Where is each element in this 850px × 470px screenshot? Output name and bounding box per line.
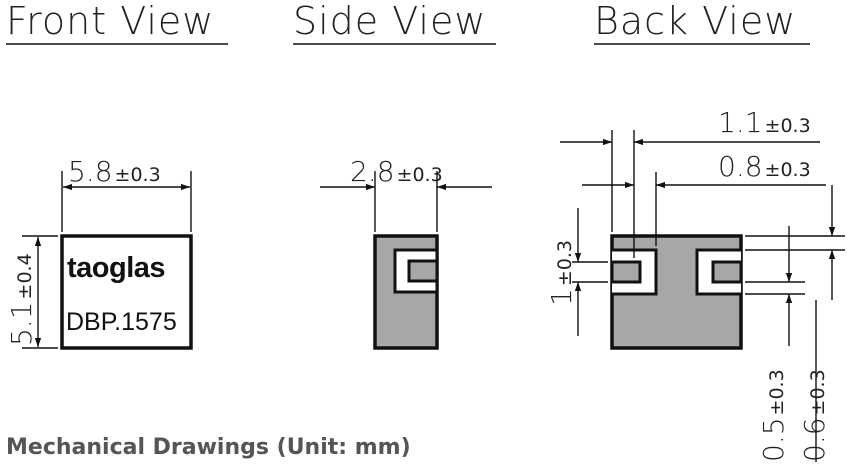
back-view: 1.1±0.3 0.8±0.3 1±0.3 0.6±0.3 0 xyxy=(545,106,845,462)
back-left-pad-inner xyxy=(610,260,642,284)
back-dim-a-label: 1.1±0.3 xyxy=(718,106,811,139)
part-number-label: DBP.1575 xyxy=(66,308,177,336)
brand-label: taoglas xyxy=(67,252,165,284)
side-view-title: Side View xyxy=(293,0,486,43)
front-width-label: 5.8±0.3 xyxy=(68,155,161,188)
back-right-pad-inner xyxy=(711,260,743,284)
view-titles: Front View Side View Back View xyxy=(6,0,810,45)
back-view-title: Back View xyxy=(594,0,796,43)
front-body xyxy=(60,234,193,350)
side-view: 2.8±0.3 xyxy=(320,155,492,350)
front-height-label: 5.1±0.4 xyxy=(5,253,38,346)
front-view: taoglas DBP.1575 5.8±0.3 5.1±0.4 xyxy=(5,155,193,350)
back-dim-b-label: 0.8±0.3 xyxy=(718,150,811,183)
drawing-caption: Mechanical Drawings (Unit: mm) xyxy=(6,435,411,460)
side-width-label: 2.8±0.3 xyxy=(350,155,443,188)
front-view-title: Front View xyxy=(6,0,214,43)
back-dim-d-label: 0.6±0.3 xyxy=(798,369,831,462)
back-dim-c-label: 0.5±0.3 xyxy=(757,369,790,462)
back-pad-height-label: 1±0.3 xyxy=(545,240,578,306)
side-pad-inner xyxy=(407,259,439,283)
